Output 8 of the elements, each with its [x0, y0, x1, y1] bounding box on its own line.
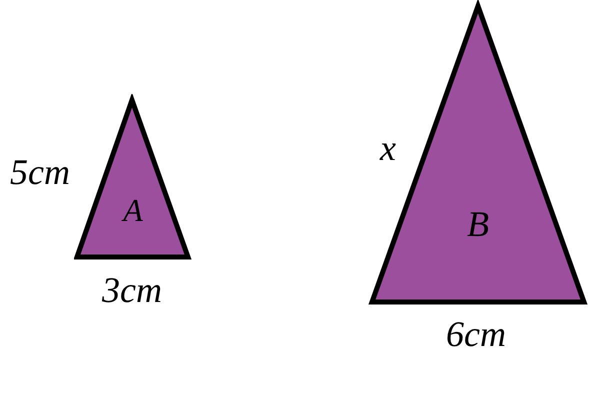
triangle-label: B — [467, 206, 489, 242]
side-length-label: x — [380, 130, 396, 166]
triangle — [368, 0, 588, 304]
side-length-label: 3cm — [102, 272, 162, 308]
triangle — [74, 94, 192, 260]
side-length-label: 6cm — [446, 316, 506, 352]
side-length-label: 5cm — [10, 154, 70, 190]
triangle-label: A — [123, 194, 143, 226]
